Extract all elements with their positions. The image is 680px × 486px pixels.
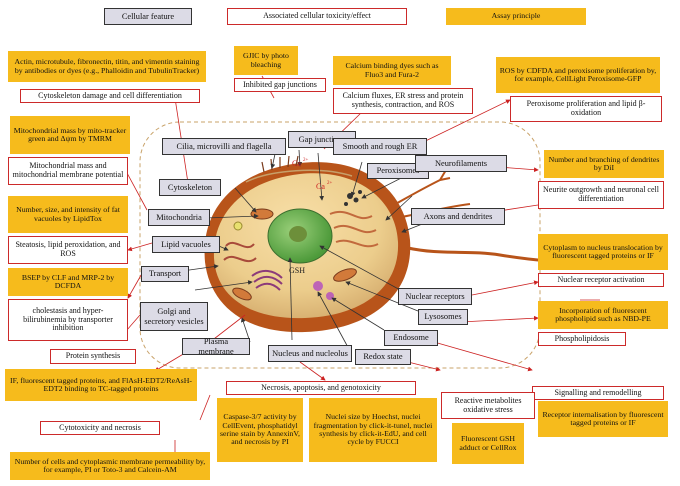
feature-golgi: Golgi and secretory vesicles <box>140 302 208 331</box>
feature-redox-state: Redox state <box>355 349 411 365</box>
assay-actin-staining: Actin, microtubule, fibronectin, titin, … <box>8 51 206 82</box>
effect-cholestasis: cholestasis and hyper-bilirubinemia by t… <box>8 299 128 341</box>
legend-assay-principle: Assay principle <box>446 8 586 25</box>
effect-neurite-outgrowth: Neurite outgrowth and neuronal cell diff… <box>538 181 664 209</box>
calcium-superscript-1: 2+ <box>303 158 309 163</box>
assay-ros-peroxisome: ROS by CDFDA and peroxisome proliferatio… <box>496 57 660 93</box>
feature-plasma-membrane: Plasma membrane <box>182 337 250 356</box>
effect-nuclear-receptor-activation: Nuclear receptor activation <box>538 273 664 287</box>
assay-nuclei-size: Nuclei size by Hoechst, nuclei fragmenta… <box>309 398 437 462</box>
feature-lipid-vacuoles: Lipid vacuoles <box>152 236 220 253</box>
effect-phospholipidosis: Phospholipidosis <box>538 332 626 346</box>
effect-calcium-fluxes: Calcium fluxes, ER stress and protein sy… <box>333 88 473 114</box>
assay-gjic: GJIC by photo bleaching <box>234 46 298 75</box>
cell-illustration <box>204 155 587 333</box>
effect-signalling: Signalling and remodelling <box>532 386 664 400</box>
effect-necrosis-apoptosis: Necrosis, apoptosis, and genotoxicity <box>226 381 416 395</box>
assay-caspase: Caspase-3/7 activity by CellEvent, phosp… <box>217 398 303 462</box>
assay-receptor-internalisation: Receptor internalisation by fluorescent … <box>538 401 668 437</box>
effect-cytotoxicity: Cytotoxicity and necrosis <box>40 421 160 435</box>
feature-endosome: Endosome <box>384 330 438 346</box>
assay-calcium-dyes: Calcium binding dyes such as Fluo3 and F… <box>333 56 451 85</box>
legend-cellular-feature: Cellular feature <box>104 8 192 25</box>
feature-cilia: Cilia, microvilli and flagella <box>162 138 286 155</box>
feature-mitochondria: Mitochondria <box>148 209 210 226</box>
effect-inhibited-gap-junctions: Inhibited gap junctions <box>234 78 326 92</box>
feature-cytoskeleton: Cytoskeleton <box>159 179 221 196</box>
effect-steatosis: Steatosis, lipid peroxidation, and ROS <box>8 236 128 264</box>
effect-cytoskeleton-damage: Cytoskeleton damage and cell differentia… <box>20 89 200 103</box>
feature-smooth-rough-er: Smooth and rough ER <box>333 138 427 155</box>
feature-nucleus: Nucleus and nucleolus <box>268 345 352 362</box>
legend-associated-effect: Associated cellular toxicity/effect <box>227 8 407 25</box>
feature-axons-dendrites: Axons and dendrites <box>411 208 505 225</box>
feature-neurofilaments: Neurofilaments <box>415 155 507 172</box>
effect-mitochondrial-mass: Mitochondrial mass and mitochondrial mem… <box>8 157 128 185</box>
calcium-label-2: Ca <box>316 182 325 191</box>
assay-mito-tracker: Mitochondrial mass by mito-tracker green… <box>10 116 130 154</box>
assay-fat-vacuoles: Number, size, and intensity of fat vacuo… <box>8 196 128 233</box>
assay-nbd-pe: Incorporation of fluorescent phospholipi… <box>538 301 668 329</box>
assay-if-tagged-proteins: IF, fluorescent tagged proteins, and FlA… <box>5 369 197 401</box>
calcium-label-1: Ca <box>292 159 301 168</box>
gsh-label: GSH <box>289 266 305 275</box>
effect-peroxisome-proliferation: Peroxisome proliferation and lipid β-oxi… <box>510 96 662 122</box>
feature-nuclear-receptors: Nuclear receptors <box>398 288 472 305</box>
calcium-superscript-2: 2+ <box>327 181 333 186</box>
assay-gsh-adduct: Fluorescent GSH adduct or CellRox <box>452 423 524 464</box>
assay-cell-count: Number of cells and cytoplasmic membrane… <box>10 452 210 480</box>
effect-reactive-metabolites: Reactive metabolites oxidative stress <box>441 392 535 419</box>
assay-translocation: Cytoplasm to nucleus translocation by fl… <box>538 234 668 270</box>
assay-bsep: BSEP by CLF and MRP-2 by DCFDA <box>8 268 128 296</box>
feature-lysosomes: Lysosomes <box>418 309 468 325</box>
effect-protein-synthesis: Protein synthesis <box>50 349 136 364</box>
feature-transport: Transport <box>141 266 189 282</box>
feature-arrows <box>174 149 436 352</box>
assay-dendrites: Number and branching of dendrites by DiI <box>544 150 664 178</box>
